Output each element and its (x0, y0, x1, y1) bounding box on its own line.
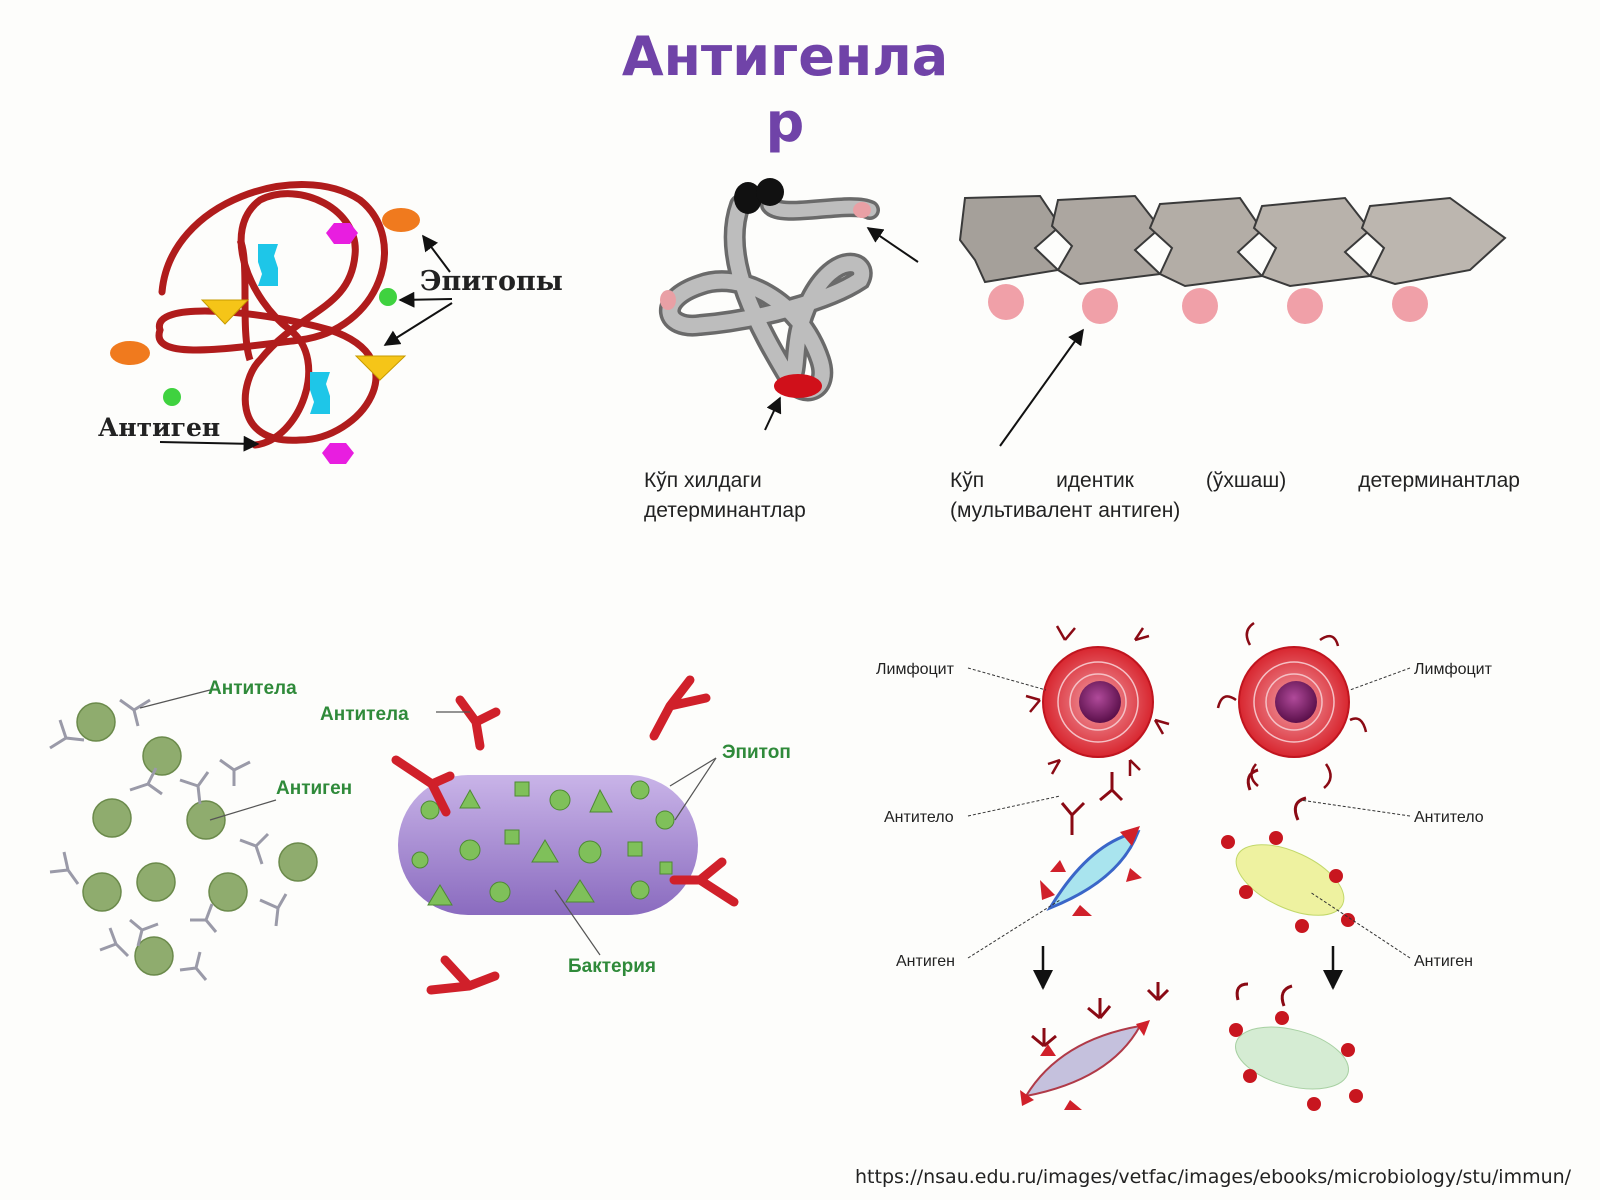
lattice-antibodies (49, 698, 288, 981)
antigen-yellow-dots (1221, 831, 1355, 933)
antigen-label-left: Антиген (896, 953, 955, 970)
bacterium-antibodies (391, 675, 739, 995)
epitope-yellow-1 (200, 299, 250, 325)
lymphocyte-label-left: Лимфоцит (876, 661, 955, 678)
epitope-green-1 (379, 288, 397, 306)
epitope-cyan-1 (258, 244, 278, 286)
antigen-ball (186, 800, 226, 840)
antigen-label: Антиген (98, 413, 220, 442)
determinant-red (774, 374, 822, 398)
lymphocyte-figure: Лимфоцит Лимфоцит Антитело Антитело Анти… (876, 621, 1493, 1111)
epitope-orange-1 (382, 208, 420, 232)
unit-2 (1050, 194, 1163, 324)
unit-5 (1360, 196, 1507, 322)
antigen-blue-spikes (1040, 826, 1142, 916)
epitope-cyan-2 (310, 372, 330, 414)
unit-3 (1148, 196, 1265, 324)
epitope-orange-2 (110, 341, 150, 365)
unit-4 (1252, 196, 1373, 324)
free-antibodies (1060, 768, 1307, 835)
caption-identical-determinants: Кўп идентик (ўхшаш) детерминантлар (муль… (950, 466, 1520, 526)
antigen-label-green: Антиген (276, 778, 352, 799)
antibodies-label-1: Антитела (208, 678, 297, 699)
antigen-ball (134, 936, 174, 976)
bacterium-figure: Антитела Эпитоп Бактерия (320, 675, 791, 995)
nucleus-left (1079, 681, 1121, 723)
lymphocyte-label-right: Лимфоцит (1414, 661, 1493, 678)
unit-1 (958, 194, 1062, 320)
page-title-line-1: Антигенла (621, 25, 949, 88)
caption-right-word: Кўп (950, 469, 985, 492)
caption-right-word: детерминантлар (1358, 469, 1520, 492)
page-title-line-2: р (765, 91, 805, 154)
epitopes-label: Эпитопы (420, 266, 563, 297)
antigen-ball (76, 702, 116, 742)
epitope-yellow-2 (354, 355, 407, 381)
antigen-label-right: Антиген (1414, 953, 1473, 970)
determinant-pink-2 (660, 290, 676, 310)
antigen-blue (1046, 829, 1141, 912)
bound-antibodies (1031, 982, 1170, 1048)
determinant-black-2 (756, 178, 784, 206)
caption-right-word: (ўхшаш) (1205, 469, 1287, 492)
antigen-strand (155, 181, 388, 449)
antigen-ball (136, 862, 176, 902)
lymphocyte-receptors (1025, 621, 1368, 789)
determinant-black-1 (734, 182, 762, 214)
caption-right-word: идентик (1056, 469, 1134, 492)
antigen-lattice-figure: Антитела Антиген (49, 678, 352, 981)
antigen-ball (92, 798, 132, 838)
antigen-strand-figure: Эпитопы Антиген (98, 181, 563, 464)
epitope-magenta-1 (326, 223, 358, 244)
caption-various-determinants: Кўп хилдаги детерминантлар (644, 466, 806, 526)
antigen-ball (142, 736, 182, 776)
antigen-green-bound (1235, 1026, 1349, 1090)
source-link[interactable]: https://nsau.edu.ru/images/vetfac/images… (855, 1166, 1572, 1188)
determinant-pink-1 (853, 202, 871, 218)
bacteria-label: Бактерия (568, 956, 656, 977)
epitope-green-2 (163, 388, 181, 406)
antibody-label-left: Антитело (884, 809, 954, 826)
caption-left-line-2: детерминантлар (644, 499, 806, 522)
protein-determinants-figure (659, 178, 919, 431)
caption-right-line-2: (мультивалент антиген) (950, 499, 1181, 522)
antigen-ball (278, 842, 318, 882)
antigen-purple-spikes (1020, 1020, 1150, 1110)
antibody-label-right: Антитело (1414, 809, 1484, 826)
epitope-magenta-2 (322, 443, 354, 464)
antigen-yellow (1235, 844, 1345, 916)
nucleus-right (1275, 681, 1317, 723)
multivalent-antigen-figure (958, 194, 1507, 447)
antigen-ball (82, 872, 122, 912)
antibodies-label-2: Антитела (320, 704, 409, 725)
epitope-label: Эпитоп (722, 742, 791, 763)
antigen-green-dots (1229, 1011, 1363, 1111)
caption-left-line-1: Кўп хилдаги (644, 469, 762, 492)
antigen-ball (208, 872, 248, 912)
